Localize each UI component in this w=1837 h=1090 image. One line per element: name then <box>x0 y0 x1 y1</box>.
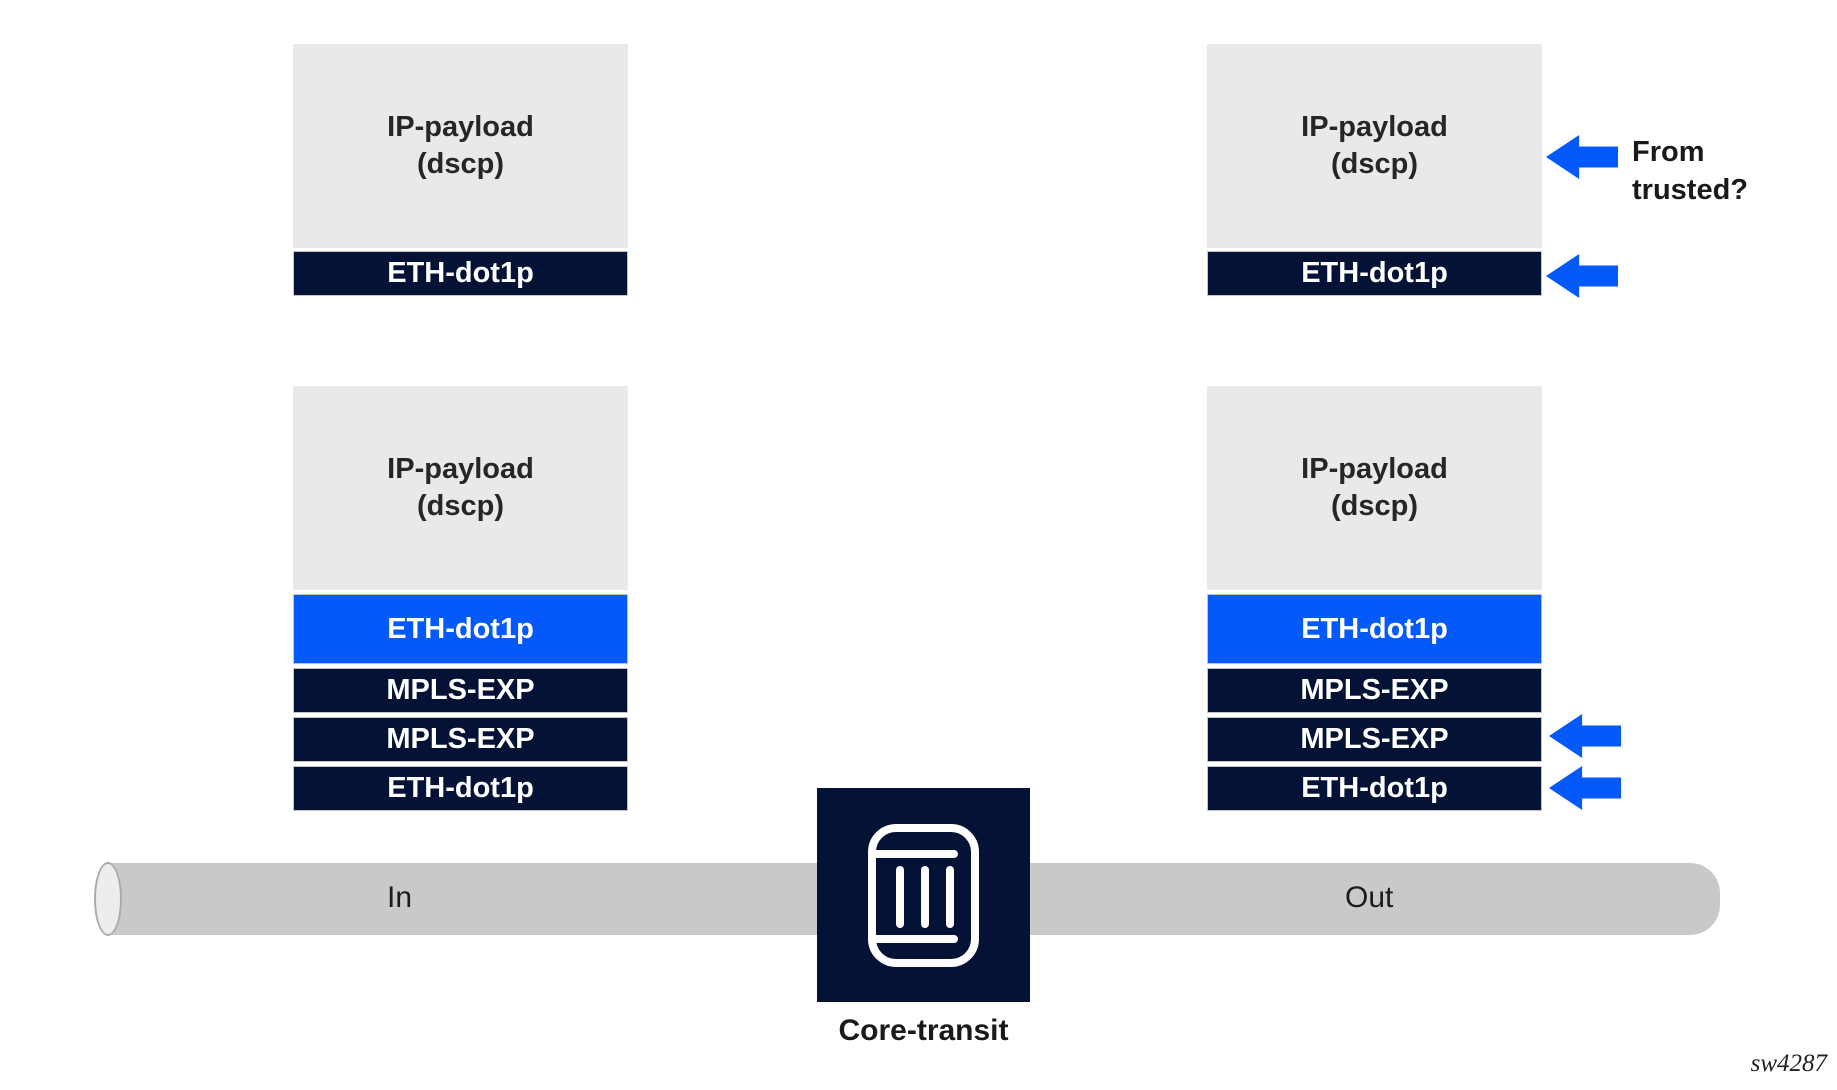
arrow-left-icon <box>1546 135 1618 179</box>
payload-box: IP-payload (dscp) <box>1207 44 1542 248</box>
layer-mpls-exp: MPLS-EXP <box>1207 668 1542 713</box>
layer-eth-dot1p: ETH-dot1p <box>293 766 628 811</box>
layer-eth-dot1p: ETH-dot1p <box>1207 594 1542 664</box>
layer-mpls-exp: MPLS-EXP <box>293 717 628 762</box>
packet-stack-top-left: IP-payload (dscp) ETH-dot1p <box>293 44 628 296</box>
payload-label-line2: (dscp) <box>1331 490 1418 522</box>
payload-label-line2: (dscp) <box>1331 148 1418 180</box>
packet-stack-bottom-left: IP-payload (dscp) ETH-dot1p MPLS-EXP MPL… <box>293 386 628 811</box>
payload-box: IP-payload (dscp) <box>293 386 628 590</box>
payload-label-line1: IP-payload <box>387 111 534 143</box>
layer-eth-dot1p: ETH-dot1p <box>293 594 628 664</box>
core-transit-node <box>817 788 1030 1002</box>
arrow-left-icon <box>1546 254 1618 298</box>
layer-eth-dot1p: ETH-dot1p <box>293 251 628 296</box>
layer-mpls-exp: MPLS-EXP <box>293 668 628 713</box>
core-transit-icon <box>868 823 979 967</box>
arrow-left-icon <box>1549 766 1621 810</box>
payload-box: IP-payload (dscp) <box>293 44 628 248</box>
payload-box: IP-payload (dscp) <box>1207 386 1542 590</box>
annotation-line1: From <box>1632 136 1705 168</box>
annotation-from-trusted: From trusted? <box>1632 133 1748 209</box>
packet-stack-top-right: IP-payload (dscp) ETH-dot1p <box>1207 44 1542 296</box>
layer-mpls-exp: MPLS-EXP <box>1207 717 1542 762</box>
payload-label-line2: (dscp) <box>417 490 504 522</box>
payload-label-line1: IP-payload <box>1301 111 1448 143</box>
payload-label-line2: (dscp) <box>417 148 504 180</box>
arrow-left-icon <box>1549 714 1621 758</box>
annotation-line2: trusted? <box>1632 174 1748 206</box>
layer-eth-dot1p: ETH-dot1p <box>1207 766 1542 811</box>
payload-label-line1: IP-payload <box>1301 453 1448 485</box>
figure-id: sw4287 <box>1750 1050 1827 1077</box>
pipe-end-cap <box>94 862 122 936</box>
pipe-out-label: Out <box>1345 881 1394 914</box>
pipe-in-label: In <box>387 881 413 914</box>
layer-eth-dot1p: ETH-dot1p <box>1207 251 1542 296</box>
payload-label-line1: IP-payload <box>387 453 534 485</box>
core-transit-label: Core-transit <box>838 1014 1009 1047</box>
packet-stack-bottom-right: IP-payload (dscp) ETH-dot1p MPLS-EXP MPL… <box>1207 386 1542 811</box>
